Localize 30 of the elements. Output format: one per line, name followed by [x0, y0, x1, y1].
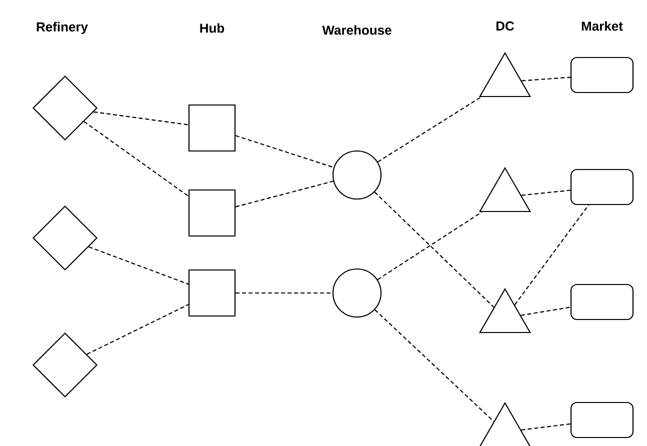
dashed-line	[514, 204, 590, 306]
dashed-line	[520, 306, 571, 316]
column-heading: Market	[582, 21, 623, 31]
dashed-line	[521, 190, 570, 196]
square-shape	[188, 189, 236, 237]
rounded-box	[570, 168, 634, 206]
rounded-box	[570, 284, 634, 320]
dashed-line	[377, 212, 482, 280]
dashed-line	[235, 135, 334, 168]
circle-shape	[332, 150, 382, 200]
dashed-line	[94, 111, 189, 126]
circle-shape	[332, 268, 382, 318]
dashed-line	[86, 304, 189, 355]
square-shape	[188, 104, 236, 152]
column-heading: Hub	[200, 23, 224, 33]
column-heading: Warehouse	[322, 25, 392, 35]
rounded-box	[570, 402, 634, 438]
dashed-line	[88, 246, 189, 285]
dashed-line	[521, 423, 571, 431]
rounded-box	[570, 56, 634, 94]
dashed-line	[235, 180, 334, 208]
square-shape	[188, 269, 236, 317]
column-heading: DC	[496, 21, 514, 31]
dashed-line	[374, 309, 494, 422]
dashed-line	[374, 192, 494, 308]
dashed-line	[522, 76, 570, 82]
dashed-line	[378, 96, 482, 162]
dashed-line	[236, 292, 332, 294]
column-heading: Refinery	[36, 22, 88, 34]
dashed-line	[84, 121, 189, 197]
